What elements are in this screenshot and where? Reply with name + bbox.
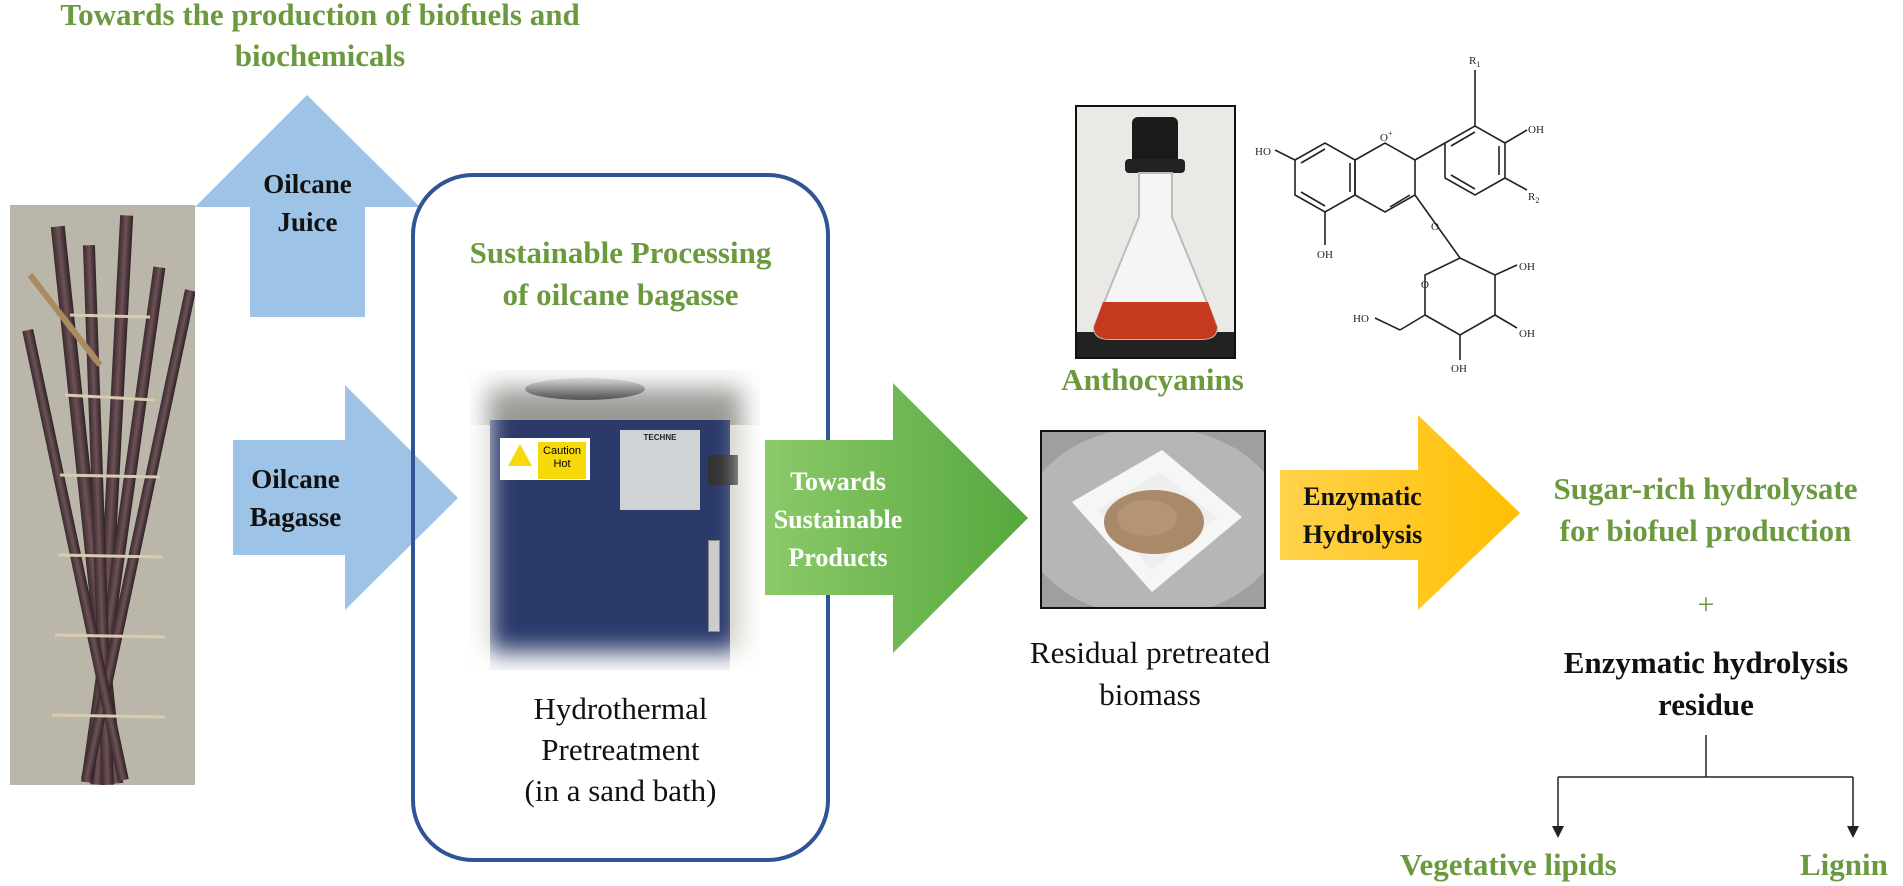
glycosidic-o-label: O (1431, 221, 1439, 233)
residue-line1: Enzymatic hydrolysis (1563, 645, 1849, 680)
plus-sign: + (1686, 585, 1726, 625)
bagasse-label-line2: Bagasse (249, 502, 342, 532)
residual-biomass-photo (1040, 430, 1266, 609)
ring-o-label: O (1421, 279, 1429, 291)
products-arrow-label: Towards Sustainable Products (768, 463, 908, 577)
caution-hot-text: Caution Hot (543, 445, 581, 470)
products-label-line1: Towards (790, 467, 886, 496)
svg-text:R2: R2 (1528, 191, 1539, 205)
oxonium-label: O (1380, 132, 1388, 144)
bagasse-arrow-label: Oilcane Bagasse (228, 460, 363, 536)
arrowhead-lignin (1847, 826, 1859, 838)
products-label-line2: Sustainable (773, 505, 903, 534)
b-ring-oh-label: OH (1528, 124, 1544, 136)
bagasse-label-line1: Oilcane (251, 464, 340, 494)
enzymatic-arrow-label: Enzymatic Hydrolysis (1280, 478, 1445, 554)
box-caption-line3: (in a sand bath) (524, 773, 717, 808)
enzymatic-label-line2: Hydrolysis (1302, 520, 1423, 549)
hydrolysate-label: Sugar-rich hydrolysate for biofuel produ… (1508, 468, 1903, 552)
anthocyanins-text: Anthocyanins (1061, 362, 1244, 397)
residual-caption-line1: Residual pretreated (1029, 635, 1271, 670)
enzymatic-label-line1: Enzymatic (1303, 482, 1422, 511)
anthocyanins-label: Anthocyanins (1030, 360, 1275, 400)
a-ring-oh-label: OH (1317, 249, 1333, 261)
anthocyanin-flask-photo (1075, 105, 1236, 359)
warning-triangle-icon (508, 444, 532, 466)
sugar-oh-1: OH (1519, 261, 1535, 273)
r2-subscript: 2 (1535, 196, 1539, 205)
box-caption-line1: Hydrothermal (533, 691, 708, 726)
sugar-ho-label: HO (1353, 313, 1369, 325)
flask-image (1077, 107, 1234, 357)
top-caption: Towards the production of biofuels and b… (60, 0, 580, 76)
sugar-oh-2: OH (1519, 328, 1535, 340)
sugar-oh-3: OH (1451, 363, 1467, 375)
r1-label: R (1469, 55, 1477, 67)
sand-bath-photo: Caution Hot TECHNE (470, 370, 760, 670)
anthocyanin-structure-diagram: R1 OH R2 HO O+ OH O O OH OH OH HO (1255, 55, 1544, 375)
juice-label-line2: Juice (277, 207, 338, 237)
vegetative-lipids-label: Vegetative lipids (1400, 845, 1720, 885)
box-caption-line2: Pretreatment (541, 732, 700, 767)
residue-label: Enzymatic hydrolysis residue (1510, 642, 1902, 726)
svg-text:O+: O+ (1380, 129, 1393, 144)
oilcane-stalks-photo (10, 205, 195, 785)
box-caption: Hydrothermal Pretreatment (in a sand bat… (413, 688, 828, 811)
r1-subscript: 1 (1476, 60, 1480, 69)
a-ring-ho-label: HO (1255, 146, 1271, 158)
box-title: Sustainable Processing of oilcane bagass… (413, 232, 828, 316)
enzymatic-right-arrow (1280, 415, 1520, 610)
biomass-tray-image (1042, 432, 1264, 607)
juice-label-line1: Oilcane (263, 169, 352, 199)
oxonium-charge: + (1388, 129, 1393, 138)
juice-arrow-label: Oilcane Juice (245, 165, 370, 241)
lignin-text: Lignin (1800, 847, 1888, 882)
caution-hot-sign: Caution Hot (538, 442, 586, 479)
hydrolysate-line2: for biofuel production (1559, 513, 1852, 548)
arrowhead-lipids (1552, 826, 1564, 838)
products-label-line3: Products (788, 543, 888, 572)
juice-up-arrow (195, 95, 420, 317)
vegetative-lipids-text: Vegetative lipids (1400, 847, 1617, 882)
residue-line2: residue (1658, 687, 1754, 722)
oilcane-stalks-image (10, 205, 195, 785)
residual-caption: Residual pretreated biomass (970, 632, 1330, 716)
svg-text:R1: R1 (1469, 55, 1480, 69)
lignin-label: Lignin (1800, 845, 1903, 885)
plus-sign-text: + (1697, 588, 1715, 621)
residual-caption-line2: biomass (1099, 677, 1201, 712)
products-right-arrow (765, 383, 1028, 653)
box-title-line2: of oilcane bagasse (502, 277, 739, 312)
machine-brand: TECHNE (643, 433, 677, 442)
hydrolysate-line1: Sugar-rich hydrolysate (1553, 471, 1858, 506)
output-bracket (1557, 735, 1854, 830)
box-title-line1: Sustainable Processing (469, 235, 772, 270)
bagasse-right-arrow (233, 385, 458, 610)
r2-label: R (1528, 191, 1536, 203)
top-caption-text: Towards the production of biofuels and b… (60, 0, 580, 73)
